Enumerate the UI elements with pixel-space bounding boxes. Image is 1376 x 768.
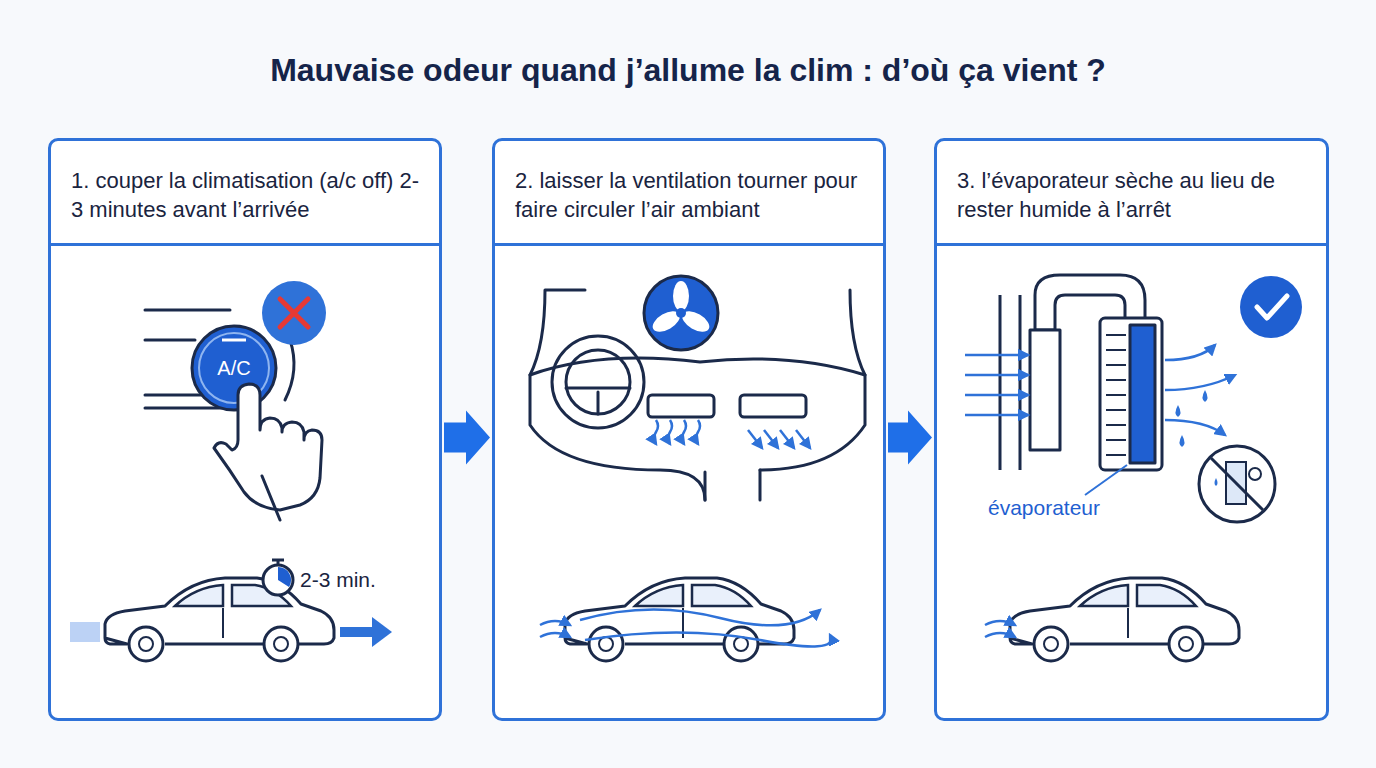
step-heading: 2. laisser la ventilation tourner pour f…: [495, 141, 883, 246]
part-name: évaporateur: [988, 496, 1100, 520]
diagram-title: Mauvaise odeur quand j’allume la clim : …: [0, 52, 1376, 89]
step-heading: 3. l’évaporateur sèche au lieu de rester…: [937, 141, 1326, 246]
step-panel: 3. l’évaporateur sèche au lieu de rester…: [934, 138, 1329, 721]
duration-label: 2-3 min.: [300, 568, 376, 592]
button-label: A/C: [217, 357, 250, 380]
step-panel: 2. laisser la ventilation tourner pour f…: [492, 138, 886, 721]
flow-arrow: [888, 411, 932, 465]
step-panel: 1. couper la climatisation (a/c off) 2-3…: [48, 138, 442, 721]
flow-arrow: [444, 411, 490, 465]
step-heading: 1. couper la climatisation (a/c off) 2-3…: [51, 141, 439, 246]
